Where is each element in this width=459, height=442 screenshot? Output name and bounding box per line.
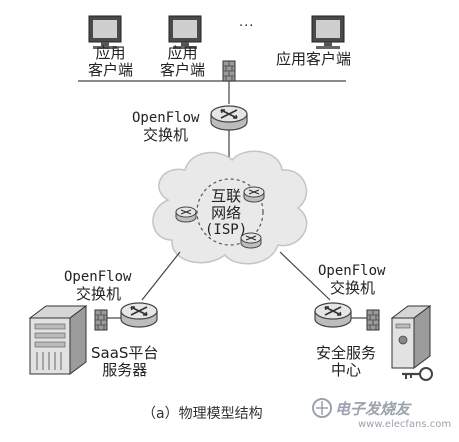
client-2-label: 应用 客户端 [160,44,206,79]
saas-server-label: SaaS平台 服务器 [91,344,159,379]
watermark-logo-icon [312,398,332,418]
client-ellipsis: ... [239,15,255,30]
figure-caption: （a）物理模型结构 [142,406,263,422]
client-monitor-3 [311,15,345,50]
key-icon [402,367,433,381]
client-3-label: 应用客户端 [276,50,352,68]
internet-label: 互联 网络 (ISP) [205,187,248,239]
watermark-logo-text: 电子发烧友 [335,400,411,418]
client-1-label: 应用 客户端 [88,44,134,79]
openflow-switch-right [314,302,352,328]
right-switch-label: OpenFlow 交换机 [318,263,386,297]
security-server-tower [390,305,432,369]
saas-server-tower [28,305,88,375]
right-firewall [366,309,380,331]
top-switch-label: OpenFlow 交换机 [132,110,200,144]
openflow-switch-top [210,105,248,131]
top-firewall [222,60,236,82]
isp-router-left [175,206,197,223]
cloud-to-left-switch-link [141,251,181,301]
security-center-label: 安全服务 中心 [316,344,377,379]
watermark-url: www.elecfans.com [358,419,452,430]
openflow-switch-left [120,302,158,328]
left-switch-label: OpenFlow 交换机 [64,269,132,303]
cloud-to-right-switch-link [279,251,331,301]
left-firewall [94,309,108,331]
